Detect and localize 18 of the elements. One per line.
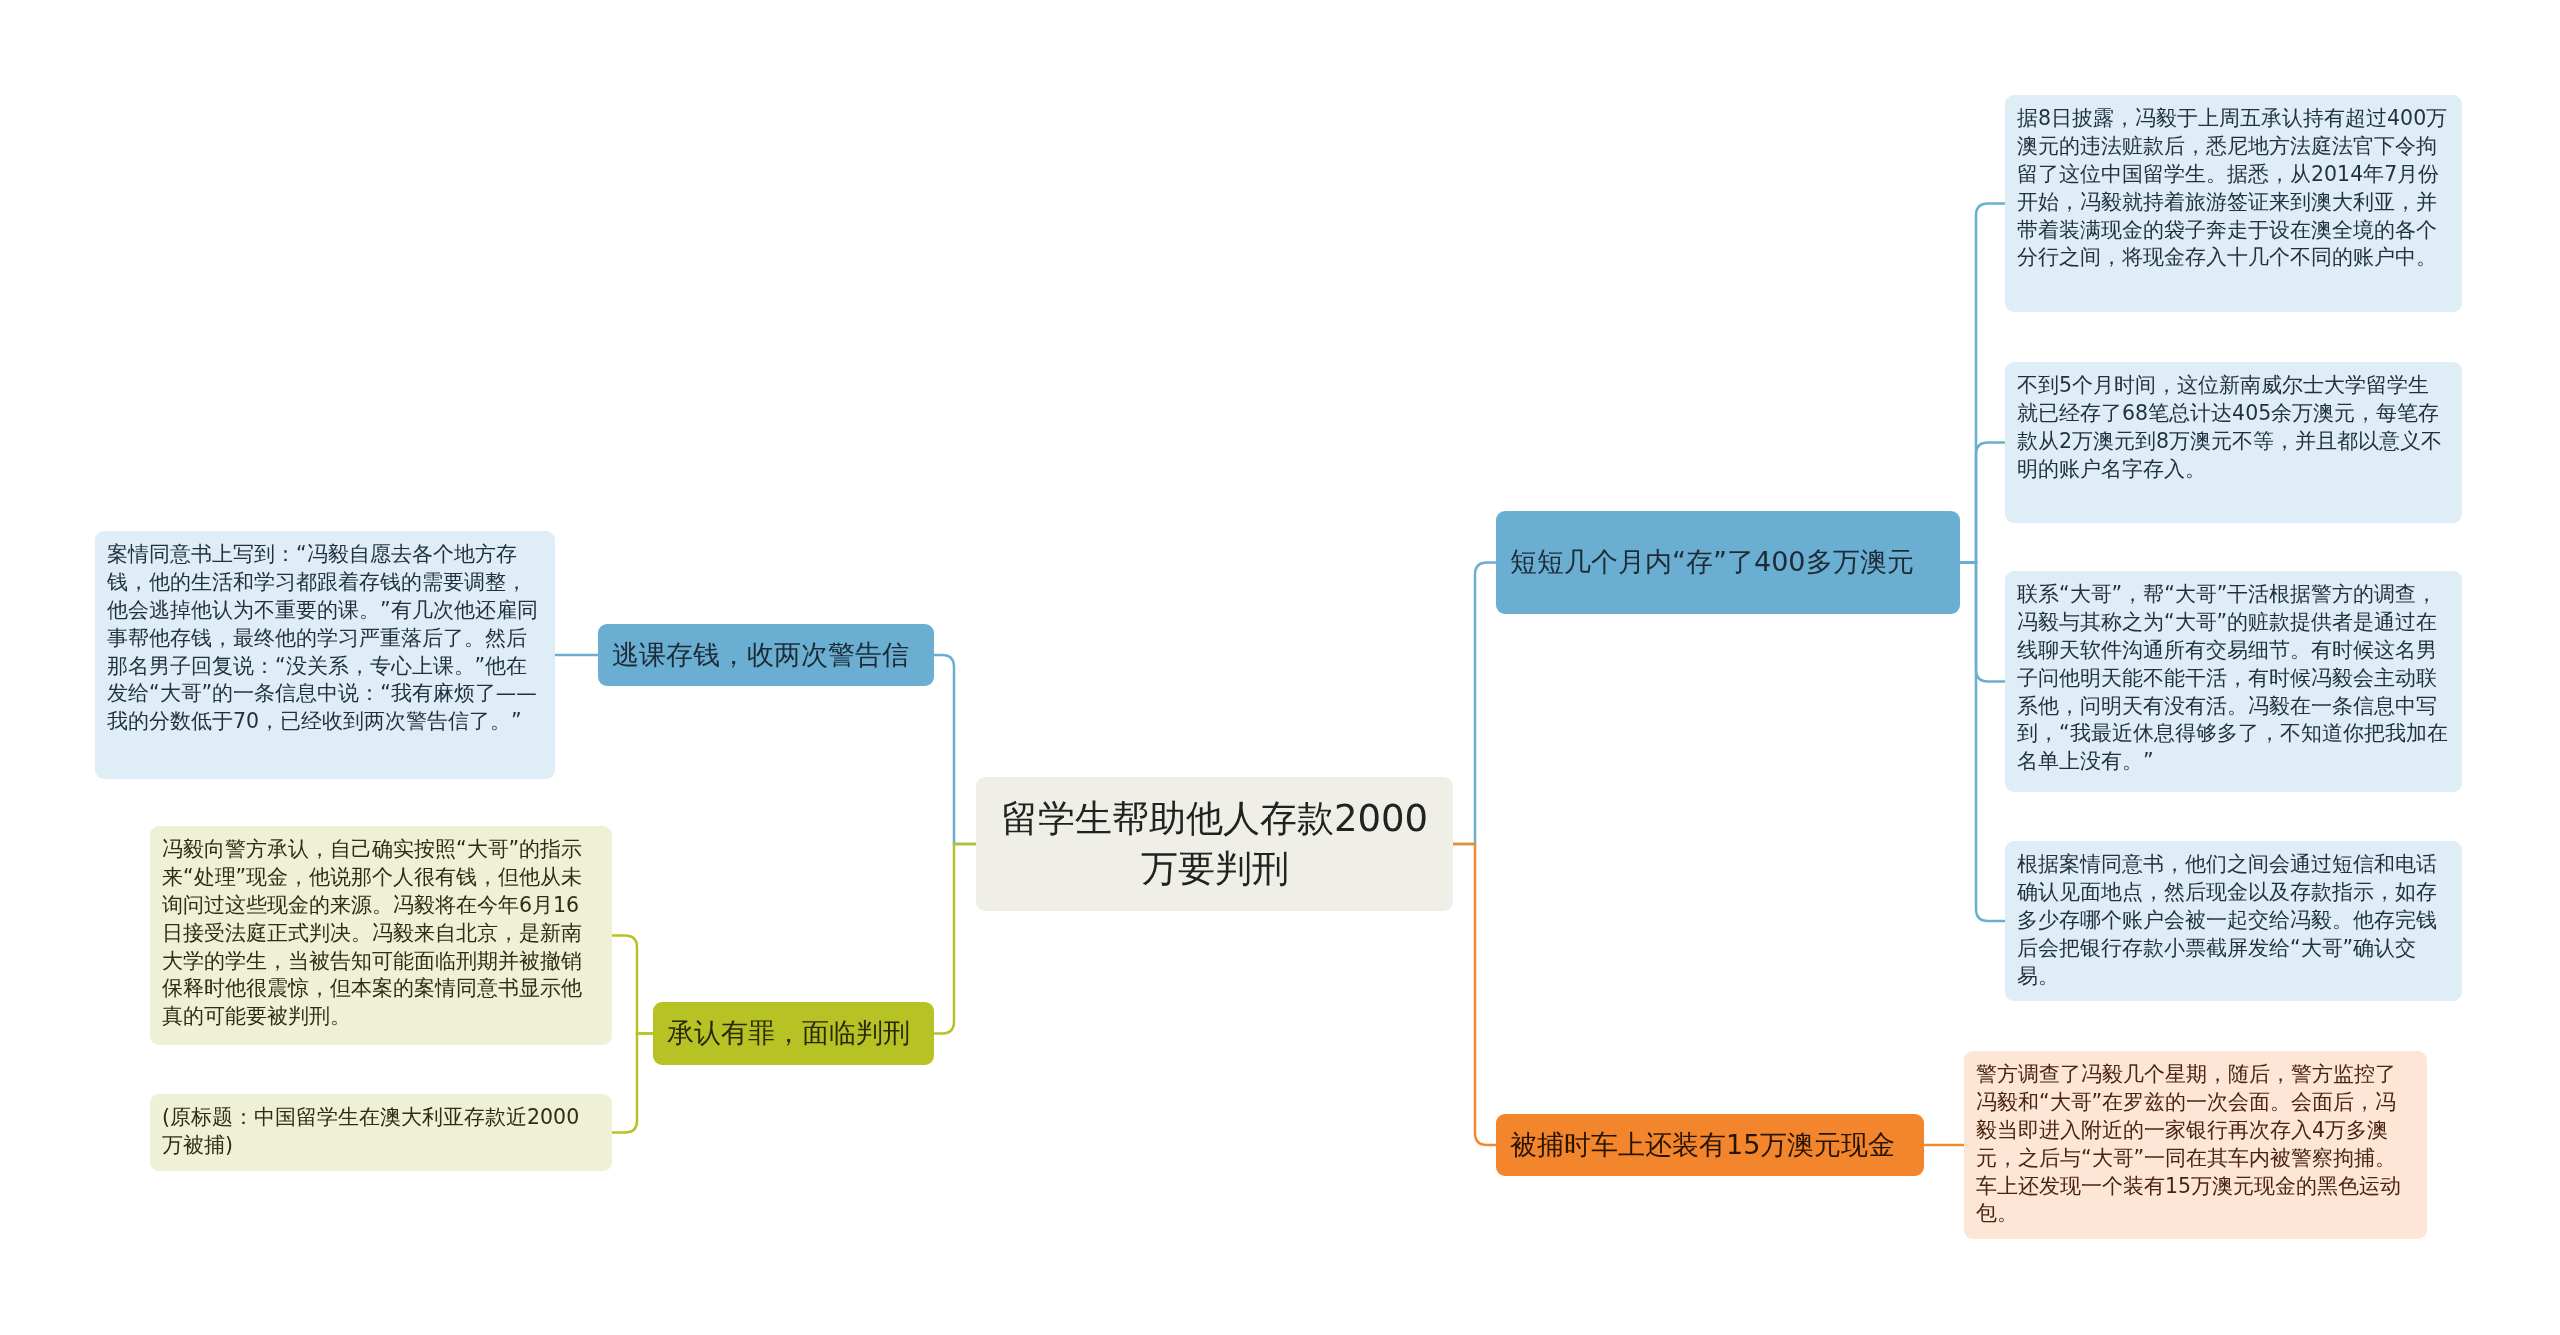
note-box: 冯毅向警方承认，自己确实按照“大哥”的指示来“处理”现金，他说那个人很有钱，但他从未询问过这些现金的来源。冯毅将在今年6月16日接受法庭正式判决。冯毅来自北京，是新南大学的学生，当被告知可能面临刑期并被撤销保释时他很震惊，但本案的案情同意书显示他真的可能要被判刑。 [150, 826, 612, 1045]
connector-line [934, 842, 976, 1035]
note-box: 警方调查了冯毅几个星期，随后，警方监控了冯毅和“大哥”在罗兹的一次会面。会面后，冯毅当即进入附近的一家银行再次存入4万多澳元，之后与“大哥”一同在其车内被警察拘捕。车上还发现一个装有15万澳元现金的黑色运动包。 [1964, 1051, 2427, 1239]
connector-line [612, 1032, 653, 1134]
topic-box: 留学生帮助他人存款2000万要判刑 [976, 777, 1453, 911]
branch-box: 短短几个月内“存”了400多万澳元 [1496, 511, 1960, 614]
connector-line [1453, 842, 1496, 1147]
branch-box: 承认有罪，面临判刑 [653, 1002, 934, 1065]
connector-line [555, 653, 598, 657]
note-box: 据8日披露，冯毅于上周五承认持有超过400万澳元的违法赃款后，悉尼地方法庭法官下令拘留了这位中国留学生。据悉，从2014年7月份开始，冯毅就持着旅游签证来到澳大利亚，并带着装满现金的袋子奔走于设在澳全境的各个分行之间，将现金存入十几个不同的账户中。 [2005, 95, 2462, 312]
note-box: 联系“大哥”，帮“大哥”干活根据警方的调查，冯毅与其称之为“大哥”的赃款提供者是通过在线聊天软件沟通所有交易细节。有时候这名男子问他明天能不能干活，有时候冯毅会主动联系他，问明天有没有活。冯毅在一条信息中写到，“我最近休息得够多了，不知道你把我加在名单上没有。” [2005, 571, 2462, 792]
note-box: 根据案情同意书，他们之间会通过短信和电话确认见面地点，然后现金以及存款指示，如存多少存哪个账户会被一起交给冯毅。他存完钱后会把银行存款小票截屏发给“大哥”确认交易。 [2005, 841, 2462, 1001]
note-box: 案情同意书上写到：“冯毅自愿去各个地方存钱，他的生活和学习都跟着存钱的需要调整，他会逃掉他认为不重要的课。”有几次他还雇同事帮他存钱，最终他的学习严重落后了。然后那名男子回复说：“没关系，专心上课。”他在发给“大哥”的一条信息中说：“我有麻烦了——我的分数低于70，已经收到两次警告信了。” [95, 531, 555, 779]
note-box: 不到5个月时间，这位新南威尔士大学留学生就已经存了68笔总计达405余万澳元，每笔存款从2万澳元到8万澳元不等，并且都以意义不明的账户名字存入。 [2005, 362, 2462, 523]
branch-box: 被捕时车上还装有15万澳元现金 [1496, 1114, 1924, 1176]
branch-box: 逃课存钱，收两次警告信 [598, 624, 934, 686]
note-box: (原标题：中国留学生在澳大利亚存款近2000万被捕) [150, 1094, 612, 1171]
connector-line [1924, 1143, 1964, 1147]
